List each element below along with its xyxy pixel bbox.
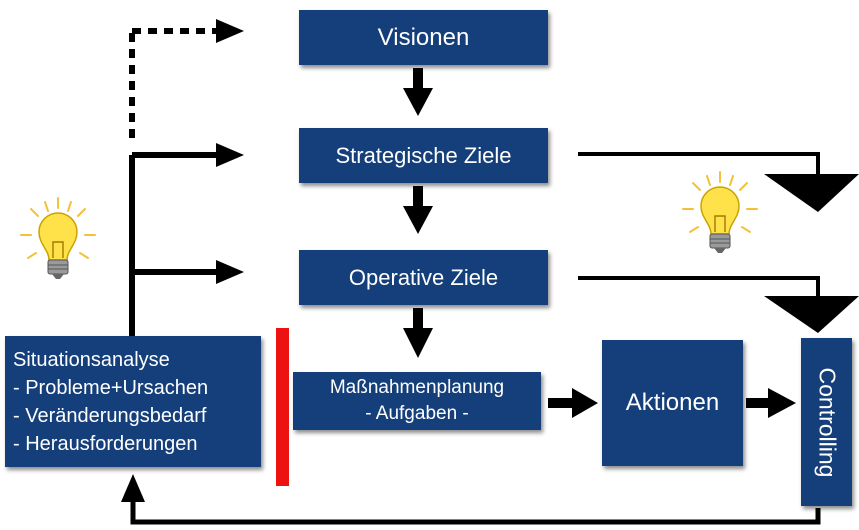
feedback-loop-controlling-to-situation [121,474,821,525]
dotted-arrow-to-visionen [132,19,244,43]
connector-strategische-to-right [578,152,859,212]
box-aktionen: Aktionen [602,340,743,466]
box-aktionen-label: Aktionen [625,389,720,416]
box-operative-ziele-label: Operative Ziele [348,264,499,290]
arrow-operative-to-massnahmen [403,308,433,358]
box-massnahmenplanung-subtitle: - Aufgaben - [365,403,469,424]
box-situationsanalyse: Situationsanalyse - Probleme+Ursachen - … [5,336,261,467]
situationsanalyse-title: Situationsanalyse [13,348,170,371]
box-massnahmenplanung: Maßnahmenplanung - Aufgaben - [293,372,541,430]
arrow-aktionen-to-controlling [746,388,796,418]
arrow-strategische-to-operative [403,186,433,234]
arrow-to-operative [132,260,244,284]
situationsanalyse-item: - Probleme+Ursachen [13,376,209,399]
arrow-visionen-to-strategische [403,68,433,116]
situationsanalyse-item: - Herausforderungen [13,432,198,455]
arrow-to-strategische [132,143,244,167]
box-operative-ziele: Operative Ziele [299,250,548,305]
box-strategische-ziele: Strategische Ziele [299,128,548,183]
red-separator-bar [276,328,289,486]
situationsanalyse-item: - Veränderungsbedarf [13,404,207,427]
box-controlling-label: Controlling [814,367,841,477]
box-visionen-label: Visionen [377,23,470,51]
box-visionen: Visionen [299,10,548,65]
box-massnahmenplanung-title: Maßnahmenplanung [329,377,505,398]
box-strategische-ziele-label: Strategische Ziele [335,142,512,168]
lightbulb-icon [20,197,96,280]
lightbulb-icon [682,171,758,254]
arrow-massnahmen-to-aktionen [548,388,598,418]
connector-operative-to-controlling [578,276,859,333]
box-controlling: Controlling [801,338,852,506]
